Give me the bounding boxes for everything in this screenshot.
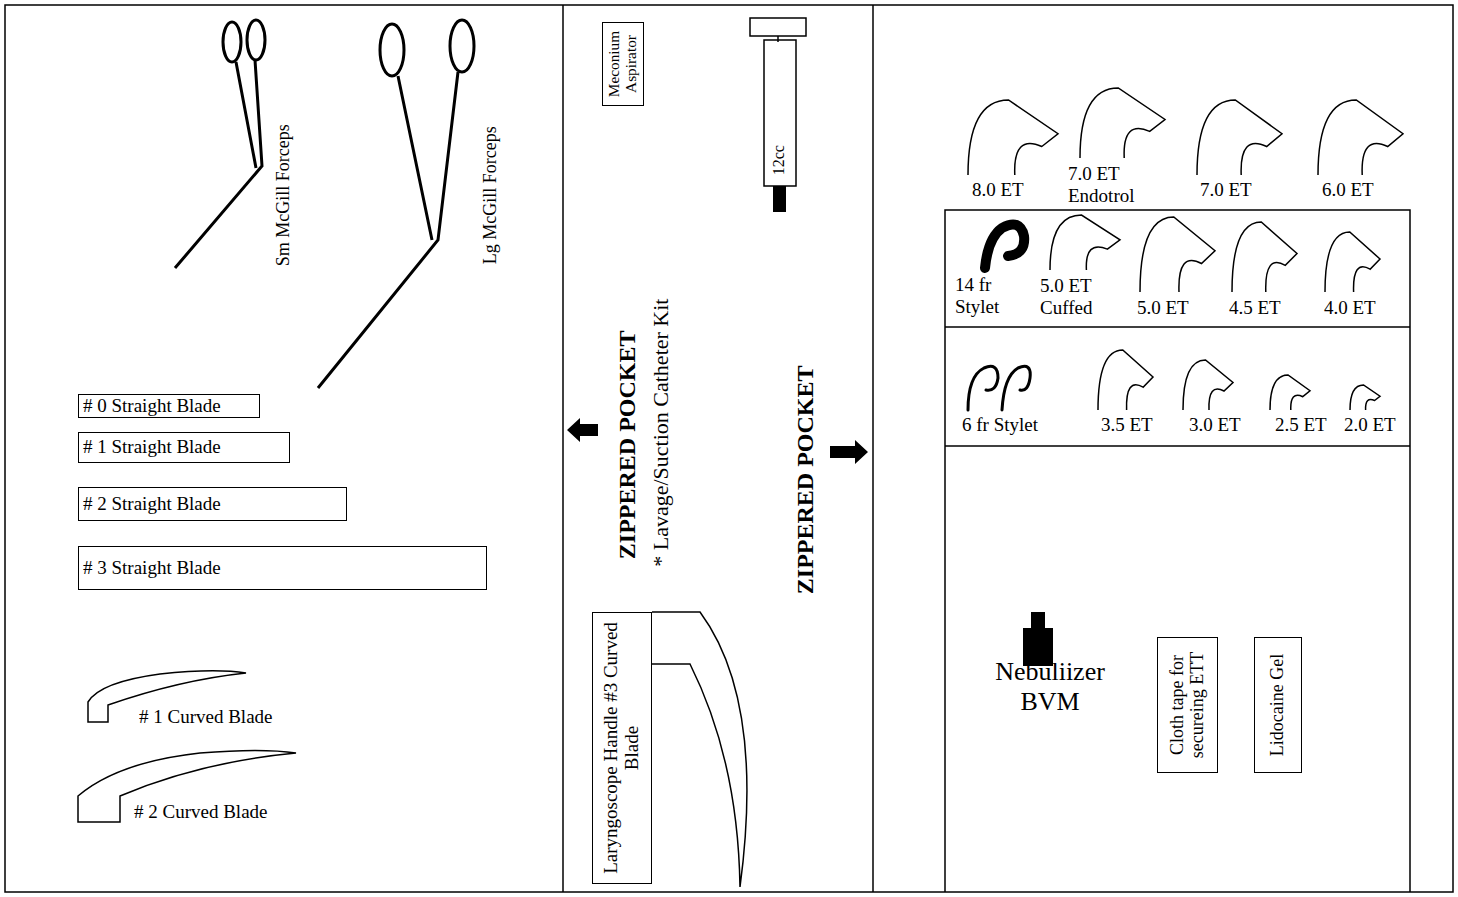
forceps-label: Sm McGill Forceps — [273, 124, 294, 266]
et-tube — [1098, 350, 1153, 410]
tube-size: 8.0 ET — [972, 179, 1024, 201]
stylet-label: 6 fr Stylet — [962, 414, 1038, 436]
tray-row-line — [945, 445, 1410, 447]
tube-size: 2.0 ET — [1344, 414, 1396, 436]
et-tube — [1197, 100, 1282, 175]
tray-row-line — [945, 326, 1410, 328]
nebulizer-label: Nebuliizer BVM — [975, 657, 1125, 717]
et-tubes — [968, 88, 1403, 410]
tube-size: 4.5 ET — [1229, 297, 1281, 319]
pocket-arrow — [567, 418, 598, 442]
et-tube — [1050, 215, 1120, 270]
blade-label: # 2 Curved Blade — [134, 801, 268, 823]
box-text: Meconium Aspirator — [606, 27, 640, 101]
blade-box: # 3 Straight Blade — [78, 546, 487, 590]
large-forceps — [318, 20, 474, 388]
tube-size: 7.0 ET — [1200, 179, 1252, 201]
stylet-label: 14 fr Stylet — [955, 274, 1010, 318]
blade-label: # 1 Curved Blade — [139, 706, 273, 728]
tube-size: 5.0 ET Cuffed — [1040, 275, 1110, 319]
et-tube — [968, 100, 1058, 175]
tape-box: Cloth tape for secureing ETT — [1157, 637, 1218, 773]
pocket-label: ZIPPERED POCKET — [614, 330, 642, 559]
pocket-label: ZIPPERED POCKET — [792, 365, 820, 594]
et-tube — [1350, 385, 1380, 410]
box-text: # 3 Straight Blade — [79, 547, 221, 588]
et-tube — [1270, 375, 1310, 410]
stylet-14fr — [985, 224, 1024, 268]
syringe-label: 12cc — [770, 145, 788, 175]
box-text: Cloth tape for secureing ETT — [1168, 642, 1208, 768]
box-text: # 0 Straight Blade — [79, 395, 221, 416]
et-tube — [1183, 360, 1233, 410]
box-text: Lidocaine Gel — [1268, 642, 1288, 768]
box-text: # 2 Straight Blade — [79, 488, 221, 519]
lidocaine-box: Lidocaine Gel — [1254, 637, 1302, 773]
stylet-6fr — [968, 366, 1030, 410]
pocket-contents: * Lavage/Suction Catheter Kit — [648, 299, 673, 567]
et-tube — [1140, 217, 1215, 292]
small-forceps — [175, 20, 265, 268]
pocket-arrow — [830, 440, 868, 464]
laryngoscope-box: Laryngoscope Handle #3 Curved Blade — [592, 612, 652, 884]
laryngoscope-blade — [652, 612, 747, 887]
blade-box: # 2 Straight Blade — [78, 487, 347, 521]
outer-border — [5, 5, 1453, 892]
box-text: Laryngoscope Handle #3 Curved Blade — [601, 617, 643, 879]
tube-size: 7.0 ET Endotrol — [1068, 163, 1148, 207]
et-tube — [1232, 222, 1297, 292]
tube-tray — [945, 210, 1410, 892]
et-tube — [1080, 88, 1165, 158]
tube-size: 3.0 ET — [1189, 414, 1241, 436]
et-tube — [1318, 100, 1403, 175]
et-tube — [1325, 232, 1380, 292]
blade-box: # 0 Straight Blade — [78, 394, 260, 418]
tube-size: 6.0 ET — [1322, 179, 1374, 201]
panel-divider — [872, 5, 874, 892]
syringe — [750, 18, 806, 212]
box-text: # 1 Straight Blade — [79, 433, 221, 461]
panel-divider — [562, 5, 564, 892]
forceps-label: Lg McGill Forceps — [480, 126, 501, 264]
curved-blade-2 — [78, 751, 296, 823]
aspirator-box: Meconium Aspirator — [602, 22, 644, 106]
tube-size: 4.0 ET — [1324, 297, 1376, 319]
tube-size: 3.5 ET — [1101, 414, 1153, 436]
blade-box: # 1 Straight Blade — [78, 432, 290, 463]
tube-size: 2.5 ET — [1275, 414, 1327, 436]
tube-size: 5.0 ET — [1137, 297, 1189, 319]
